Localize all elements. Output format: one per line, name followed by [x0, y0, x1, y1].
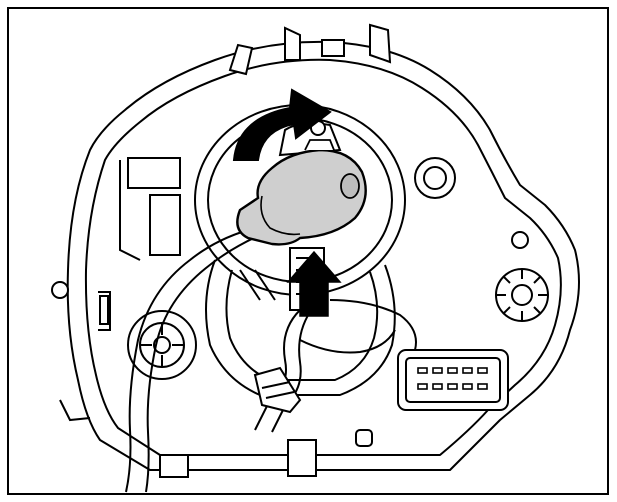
top-mounting-tabs	[228, 23, 392, 76]
bulb-cap	[236, 139, 367, 246]
curved-rotate-arrow-icon	[232, 88, 332, 161]
right-mounting-boss	[51, 157, 529, 299]
adjuster-dial-left	[127, 310, 197, 380]
harness-clip	[253, 366, 302, 414]
left-frame-ribs	[59, 157, 181, 422]
adjuster-dial-right	[495, 268, 549, 322]
electrical-connector	[397, 349, 509, 411]
up-arrow-icon	[286, 250, 342, 317]
bottom-mounting-tabs	[159, 429, 373, 478]
